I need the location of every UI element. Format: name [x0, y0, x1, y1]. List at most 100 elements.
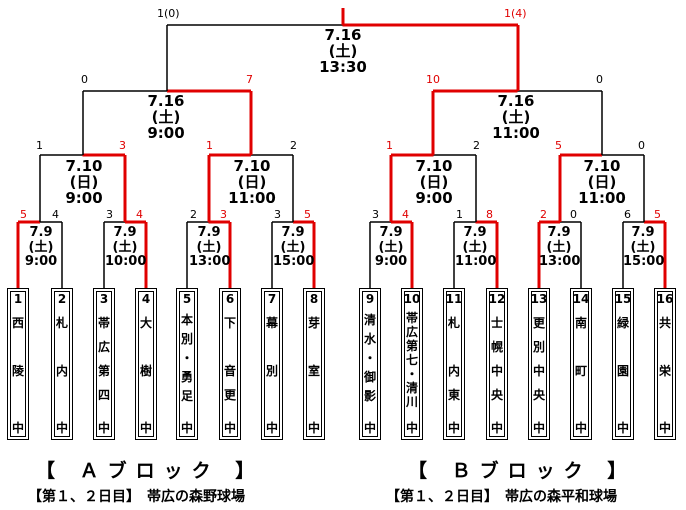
final-time: 13:30: [319, 58, 367, 76]
team-name-char: 第: [405, 339, 418, 353]
team-box: 11 札内東中: [443, 288, 465, 440]
team-suffix: 中: [490, 421, 503, 435]
team-number: 7: [267, 292, 277, 306]
team-name-char: 園: [616, 364, 629, 378]
qf3-score-right: 2: [473, 139, 480, 152]
team-name-char: 影: [363, 389, 376, 403]
team-name: 西陵: [8, 311, 28, 383]
team-name-char: [136, 335, 156, 359]
final-day: (土): [328, 42, 358, 60]
team-name-char: 士: [490, 316, 503, 330]
team-name-char: 川: [405, 395, 418, 409]
team-name-char: 央: [532, 388, 545, 402]
team-name: 札内: [52, 311, 72, 383]
team-name-char: [613, 335, 633, 359]
team-name: 共栄: [655, 311, 675, 383]
r1-1-score-right: 4: [52, 208, 59, 221]
team-suffix: 中: [447, 421, 460, 435]
final-date: 7.16: [324, 26, 362, 44]
qf4-score-left: 5: [555, 139, 562, 152]
team-number: 6: [225, 292, 235, 306]
r1-5-score-left: 3: [372, 208, 379, 221]
block-b-label: 【 Ｂブロック 】: [408, 460, 636, 482]
team-name-char: 共: [658, 316, 671, 330]
team-name-char: 第: [97, 364, 110, 378]
team-name-char: 本: [180, 313, 193, 327]
team-name-char: 芽: [307, 316, 320, 330]
qf3-schedule: 7.10(日)9:00: [415, 157, 453, 207]
team-name-char: 樹: [139, 364, 152, 378]
team-number: 13: [530, 292, 548, 306]
final-score-left: 1(0): [157, 7, 180, 20]
team-name: 下音更: [220, 311, 240, 407]
r1-1-score-left: 5: [20, 208, 27, 221]
team-name-char: 札: [55, 316, 68, 330]
r1-2-score-right: 4: [136, 208, 143, 221]
team-name-char: [655, 335, 675, 359]
team-suffix: 中: [405, 421, 418, 435]
qf2-score-left: 1: [206, 139, 213, 152]
team-suffix: 中: [658, 421, 671, 435]
qf1-score-right: 3: [119, 139, 126, 152]
team-name-char: ・: [180, 351, 193, 365]
team-suffix: 中: [11, 421, 24, 435]
team-name-char: 音: [223, 364, 236, 378]
semi-b-score-right: 0: [596, 73, 603, 86]
r1-4-score-left: 3: [274, 208, 281, 221]
team-name: 札内東: [444, 311, 464, 407]
semi-a-score-left: 0: [81, 73, 88, 86]
team-suffix: 中: [363, 421, 376, 435]
team-suffix: 中: [616, 421, 629, 435]
team-name-char: 町: [574, 364, 587, 378]
team-name-char: 更: [532, 316, 545, 330]
r1-6-score-left: 1: [456, 208, 463, 221]
team-name-char: 別: [265, 364, 278, 378]
qf3-score-left: 1: [386, 139, 393, 152]
team-name-char: 南: [574, 316, 587, 330]
team-number: 12: [488, 292, 506, 306]
qf1-score-left: 1: [36, 139, 43, 152]
team-name: 清水・御影: [360, 311, 380, 406]
team-name-char: 勇: [180, 370, 193, 384]
team-name: 南町: [571, 311, 591, 383]
semi-b-score-left: 10: [426, 73, 440, 86]
team-name-char: 栄: [658, 364, 671, 378]
r1-7-score-left: 2: [540, 208, 547, 221]
team-name-char: 室: [307, 364, 320, 378]
team-name-char: 清: [363, 313, 376, 327]
block-a-venue: 【第１、２日目】 帯広の森野球場: [28, 489, 245, 505]
team-name-char: [52, 335, 72, 359]
team-suffix: 中: [223, 421, 236, 435]
r1-8-score-left: 6: [624, 208, 631, 221]
team-suffix: 中: [307, 421, 320, 435]
team-number: 16: [656, 292, 674, 306]
team-name-char: 広: [405, 325, 418, 339]
r1-5-score-right: 4: [402, 208, 409, 221]
block-a-label: 【 Ａブロック 】: [36, 460, 264, 482]
qf1-schedule: 7.10(日)9:00: [65, 157, 103, 207]
qf2-score-right: 2: [290, 139, 297, 152]
team-name: 緑園: [613, 311, 633, 383]
team-name-char: [571, 335, 591, 359]
team-name-char: 清: [405, 381, 418, 395]
team-number: 11: [445, 292, 463, 306]
r1-7-score-right: 0: [570, 208, 577, 221]
team-suffix: 中: [55, 421, 68, 435]
team-name-char: 御: [363, 370, 376, 384]
team-name-char: 内: [447, 364, 460, 378]
team-suffix: 中: [97, 421, 110, 435]
r1-4-score-right: 5: [304, 208, 311, 221]
r1-6-score-right: 8: [486, 208, 493, 221]
r1-1-schedule: 7.9(土)9:00: [24, 225, 58, 269]
